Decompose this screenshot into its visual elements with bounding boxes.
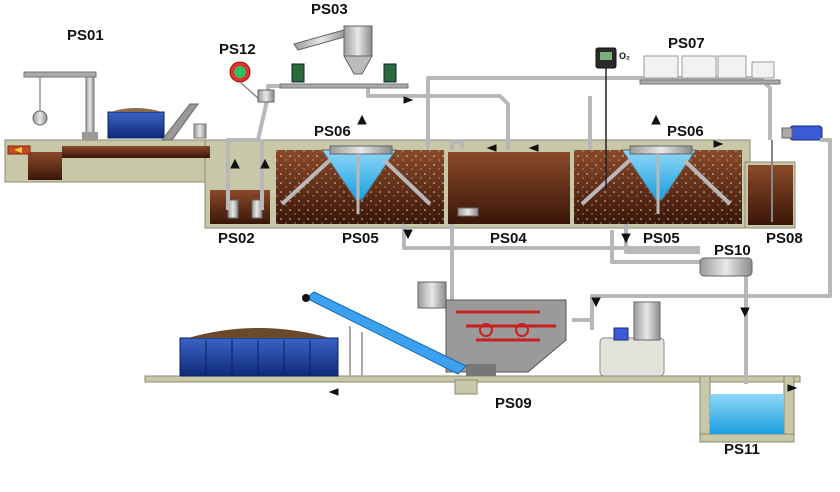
ps07-chemical-tanks: [639, 55, 781, 85]
label-ps06-right: PS06: [667, 123, 704, 140]
sludge-conveyor: [302, 291, 467, 376]
label-ps04: PS04: [490, 230, 527, 247]
ps04-tank: [448, 152, 570, 224]
ps10-flow-unit: [699, 257, 753, 277]
label-ps05-left: PS05: [342, 230, 379, 247]
ps03-dosing-station: [279, 25, 409, 89]
label-ps08: PS08: [766, 230, 803, 247]
oxygen-probe-label: O₂: [619, 51, 630, 61]
ps06-clarifier-left: [280, 145, 432, 214]
sludge-container: [179, 328, 339, 377]
ps01-inlet-area: [7, 71, 210, 180]
label-ps12: PS12: [219, 41, 256, 58]
flow-arrows: [230, 96, 798, 396]
label-ps09: PS09: [495, 395, 532, 412]
label-ps05-right: PS05: [643, 230, 680, 247]
label-ps06-left: PS06: [314, 123, 351, 140]
oxygen-analyzer: [595, 47, 617, 190]
ps11-clean-water-tank: [710, 394, 784, 434]
label-ps02: PS02: [218, 230, 255, 247]
label-ps10: PS10: [714, 242, 751, 259]
label-ps03: PS03: [311, 1, 348, 18]
label-ps11: PS11: [724, 441, 760, 458]
ps08-sludge-tank: [748, 125, 823, 225]
polymer-preparation-unit: [599, 301, 665, 377]
label-ps01: PS01: [67, 27, 104, 44]
label-ps07: PS07: [668, 35, 705, 52]
pipework: [226, 76, 832, 384]
ps12-flow-meter: [229, 61, 275, 103]
